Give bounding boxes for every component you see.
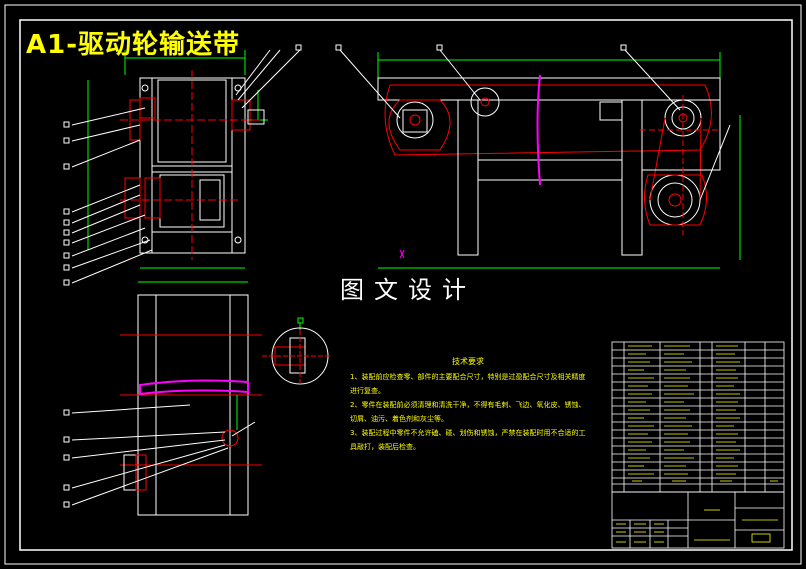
inner-frame — [19, 19, 793, 551]
watermark-text: 图文设计 — [340, 276, 476, 304]
outer-border — [4, 4, 802, 565]
title-block — [611, 491, 785, 549]
detail-view — [262, 317, 332, 385]
drawing-title: A1-驱动轮输送带 — [26, 30, 241, 60]
technical-note-1: 1、装配前应检查零、部件的主要配合尺寸，特别是过盈配合尺寸及相关精度进行复查。 — [350, 373, 586, 395]
bottom-left-view — [63, 281, 262, 516]
parts-list-table — [611, 341, 785, 493]
technical-notes-heading: 技术要求 — [452, 357, 484, 366]
top-left-view — [63, 44, 302, 286]
parts-list-text-marks — [628, 345, 778, 482]
top-right-view — [335, 44, 741, 269]
technical-note-2: 2、零件在装配前必须清理和清洗干净，不得有毛刺、飞边、氧化皮、锈蚀、切屑、油污、… — [350, 401, 586, 423]
title-block-marks — [616, 509, 778, 543]
center-marker — [399, 249, 405, 259]
technical-note-3: 3、装配过程中零件不允许磕、碰、划伤和锈蚀，严禁在装配时用不合适的工具敲打，装配… — [350, 429, 586, 451]
